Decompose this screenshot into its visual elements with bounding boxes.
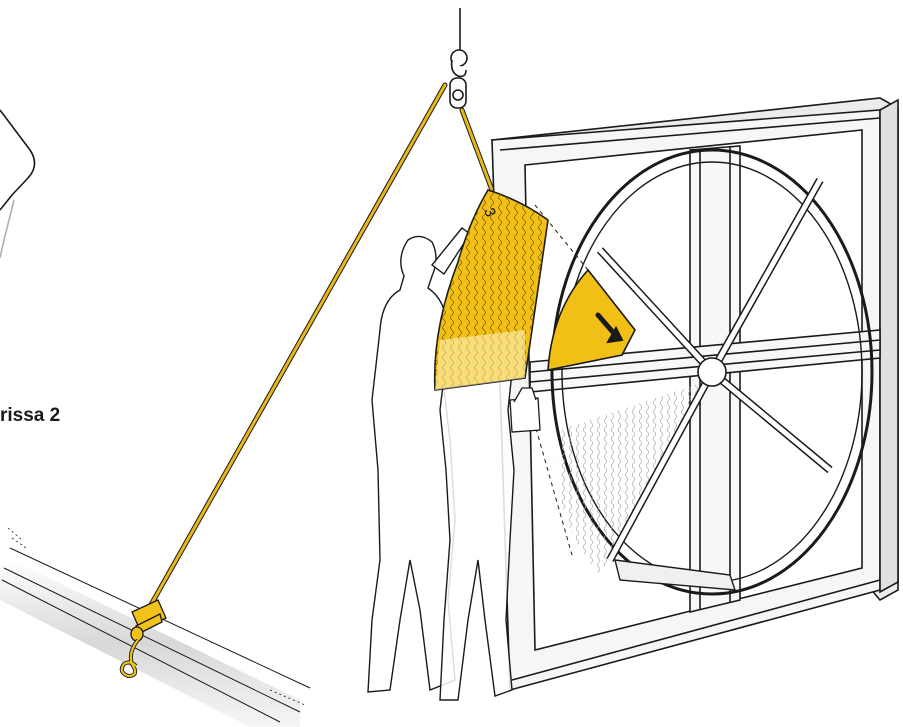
floor-beam — [0, 528, 310, 727]
left-figure-fragment — [0, 110, 35, 258]
caption-label: rissa 2 — [0, 405, 60, 427]
pulley-hook — [450, 8, 467, 108]
